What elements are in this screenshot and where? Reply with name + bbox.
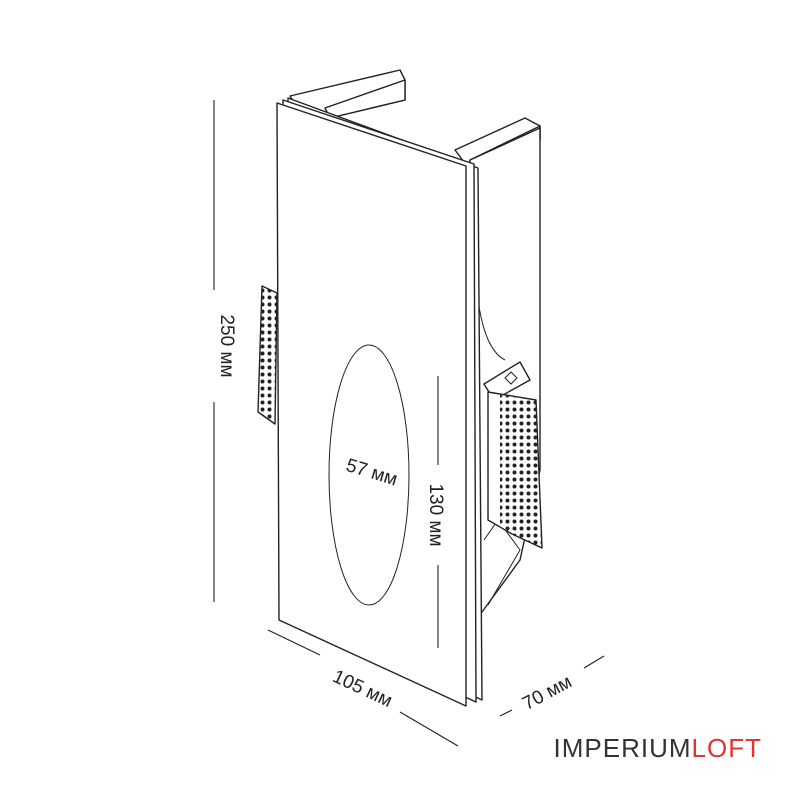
brand-logo: IMPERIUMLOFT xyxy=(554,733,762,764)
left-clip xyxy=(257,285,278,425)
brand-accent: LOFT xyxy=(691,733,762,763)
front-plate xyxy=(276,97,483,707)
dimension-opening-height-label: 130 мм xyxy=(425,483,446,546)
dimension-depth-label: 70 мм xyxy=(519,672,575,715)
dimension-opening-height: 130 мм xyxy=(425,376,446,648)
right-clip xyxy=(483,361,543,549)
dimension-depth: 70 мм xyxy=(499,655,605,717)
dimension-width-label: 105 мм xyxy=(329,666,395,712)
brand-primary: IMPERIUM xyxy=(553,733,692,763)
dimension-height: 250 мм xyxy=(213,100,237,602)
dimension-height-label: 250 мм xyxy=(216,314,237,377)
oval-opening xyxy=(328,344,410,606)
